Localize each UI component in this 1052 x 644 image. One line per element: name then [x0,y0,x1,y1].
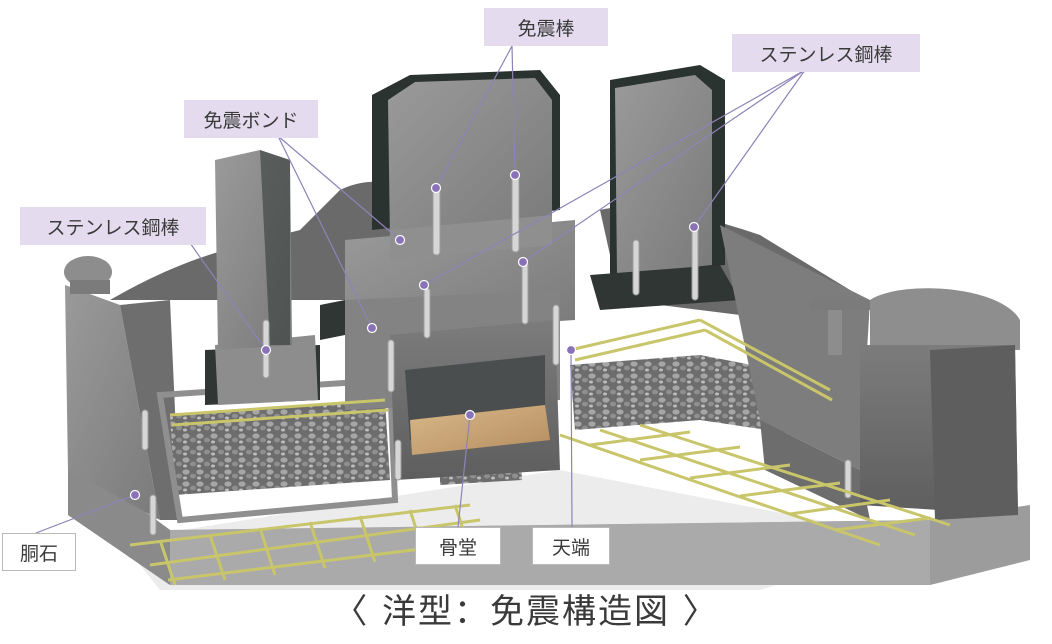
label-kotsudou: 骨堂 [415,527,501,565]
center-tablet [372,70,560,260]
label-menshin-bou: 免震棒 [484,8,608,46]
label-tenba: 天端 [532,527,610,565]
rebar-grid [129,318,951,586]
balustrade [810,300,870,355]
label-stainless-left: ステンレス鋼棒 [20,207,206,245]
leader-lines [35,45,806,534]
label-stainless-right: ステンレス鋼棒 [732,34,920,72]
right-pillar [860,288,1020,520]
gravel-left [170,400,390,495]
marker-dots [129,169,700,501]
ossuary-box [410,405,550,455]
diagram-caption: 〈 洋型：免震構造図 〉 [333,592,719,632]
left-wall [64,256,180,520]
right-wall [720,225,870,520]
label-douishi: 胴石 [2,533,76,571]
right-tablet [590,65,740,310]
label-menshin-bond: 免震ボンド [184,100,318,138]
